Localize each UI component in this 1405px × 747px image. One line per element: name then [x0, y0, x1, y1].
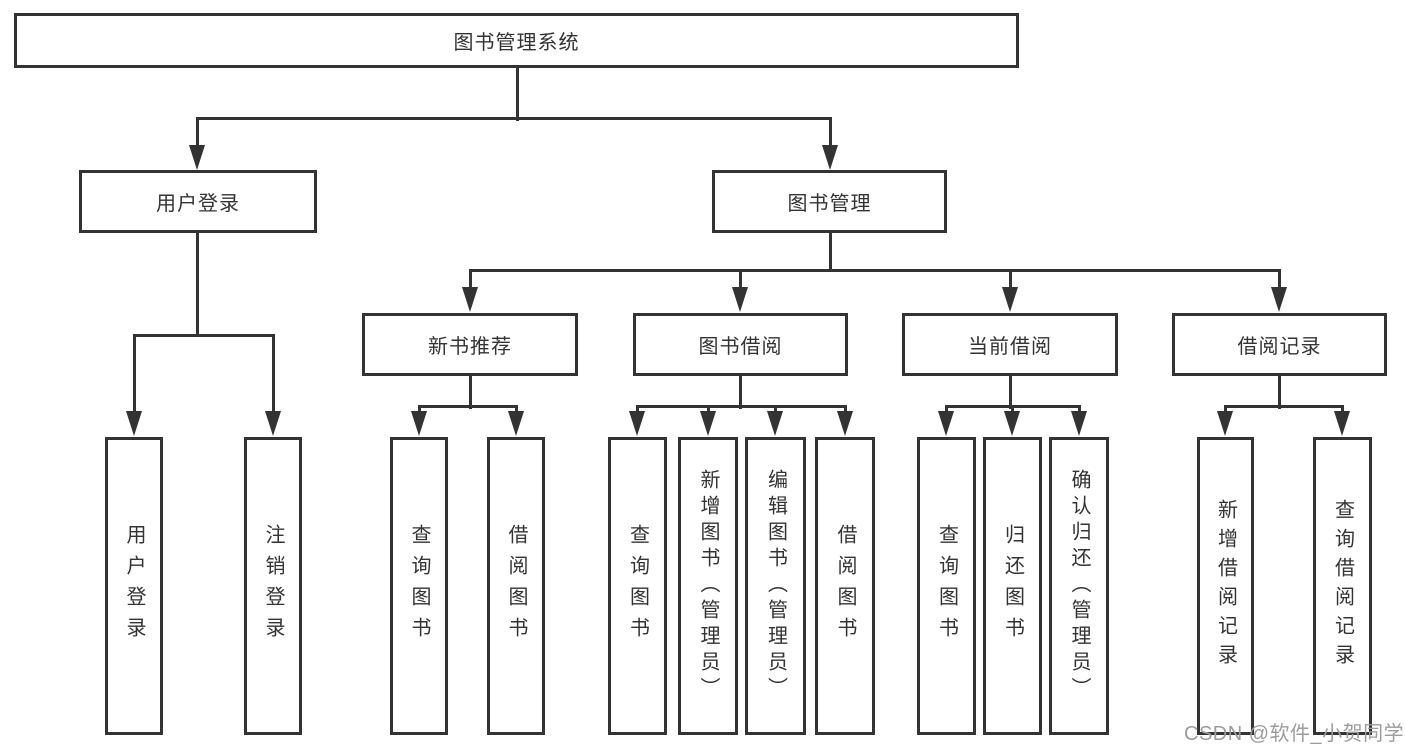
arrow-down-icon — [1271, 287, 1287, 312]
arrow-down-icon — [508, 411, 524, 436]
node-label: 新增借阅记录 — [1214, 499, 1237, 673]
node-book-management: 图书管理 — [712, 170, 947, 233]
node-label: 查询图书 — [408, 524, 430, 648]
node-label: 用户登录 — [123, 524, 145, 648]
node-label: 当前借阅 — [968, 336, 1052, 358]
leaf-query-books-recommend: 查询图书 — [390, 437, 448, 735]
connector-line — [469, 268, 1281, 272]
leaf-user-login: 用户登录 — [105, 437, 163, 735]
connector-line — [738, 270, 742, 292]
arrow-down-icon — [462, 287, 478, 312]
arrow-down-icon — [700, 411, 716, 436]
leaf-borrow-books-recommend: 借阅图书 — [487, 437, 545, 735]
connector-line — [271, 335, 275, 415]
node-label: 借阅图书 — [834, 524, 856, 648]
node-label: 确认归还（管理员） — [1068, 469, 1090, 703]
node-borrowing-records: 借阅记录 — [1172, 313, 1387, 376]
connector-line — [196, 116, 832, 120]
connector-line — [1277, 270, 1281, 292]
leaf-query-books-borrowing: 查询图书 — [608, 437, 667, 735]
leaf-query-borrow-record: 查询借阅记录 — [1313, 437, 1372, 735]
connector-line — [1224, 404, 1344, 408]
connector-line — [515, 68, 519, 121]
connector-line — [828, 118, 832, 150]
node-label: 注销登录 — [262, 524, 284, 648]
arrow-down-icon — [126, 411, 142, 436]
arrow-down-icon — [1334, 411, 1350, 436]
connector-line — [738, 376, 742, 409]
leaf-add-borrow-record: 新增借阅记录 — [1197, 437, 1254, 735]
connector-line — [1277, 376, 1281, 409]
node-label: 归还图书 — [1001, 524, 1024, 648]
leaf-add-books-admin: 新增图书（管理员） — [678, 437, 738, 735]
connector-line — [636, 404, 847, 408]
leaf-return-books: 归还图书 — [983, 437, 1042, 735]
connector-line — [468, 376, 472, 409]
node-label: 借阅记录 — [1237, 336, 1322, 358]
leaf-borrow-books: 借阅图书 — [815, 437, 875, 735]
arrow-down-icon — [189, 145, 205, 170]
node-label: 新增图书（管理员） — [697, 469, 719, 703]
node-new-book-recommendation: 新书推荐 — [362, 313, 578, 376]
arrow-down-icon — [767, 411, 783, 436]
node-library-management-system: 图书管理系统 — [14, 13, 1019, 68]
node-label: 图书管理 — [787, 193, 872, 215]
connector-line — [1008, 376, 1012, 409]
arrow-down-icon — [837, 411, 853, 436]
node-label: 用户登录 — [156, 193, 240, 215]
arrow-down-icon — [411, 411, 427, 436]
node-label: 图书管理系统 — [453, 32, 580, 54]
node-label: 查询借阅记录 — [1331, 499, 1354, 673]
arrow-down-icon — [732, 287, 748, 312]
connector-line — [468, 270, 472, 292]
node-label: 图书借阅 — [698, 336, 783, 358]
node-label: 编辑图书（管理员） — [764, 469, 787, 703]
node-book-borrowing: 图书借阅 — [633, 313, 848, 376]
leaf-edit-books-admin: 编辑图书（管理员） — [745, 437, 806, 735]
node-label: 查询图书 — [626, 524, 649, 648]
connector-line — [418, 404, 518, 408]
connector-line — [195, 233, 199, 337]
connector-line — [828, 233, 832, 272]
arrow-down-icon — [1217, 411, 1233, 436]
node-user-login: 用户登录 — [79, 170, 317, 233]
node-label: 新书推荐 — [428, 336, 512, 358]
arrow-down-icon — [822, 145, 838, 170]
connector-line — [1008, 270, 1012, 292]
node-current-borrowing: 当前借阅 — [902, 313, 1118, 376]
leaf-confirm-return-admin: 确认归还（管理员） — [1049, 437, 1109, 735]
connector-line — [195, 118, 199, 150]
leaf-query-books-current: 查询图书 — [917, 437, 976, 735]
node-label: 借阅图书 — [505, 524, 527, 648]
arrow-down-icon — [1002, 287, 1018, 312]
watermark: CSDN @软件_小贺同学 — [1184, 723, 1405, 745]
arrow-down-icon — [265, 411, 281, 436]
arrow-down-icon — [1004, 411, 1020, 436]
arrow-down-icon — [1071, 411, 1087, 436]
arrow-down-icon — [629, 411, 645, 436]
connector-line — [133, 333, 275, 337]
node-label: 查询图书 — [935, 524, 958, 648]
connector-line — [132, 335, 136, 415]
arrow-down-icon — [938, 411, 954, 436]
leaf-logout: 注销登录 — [244, 437, 302, 735]
